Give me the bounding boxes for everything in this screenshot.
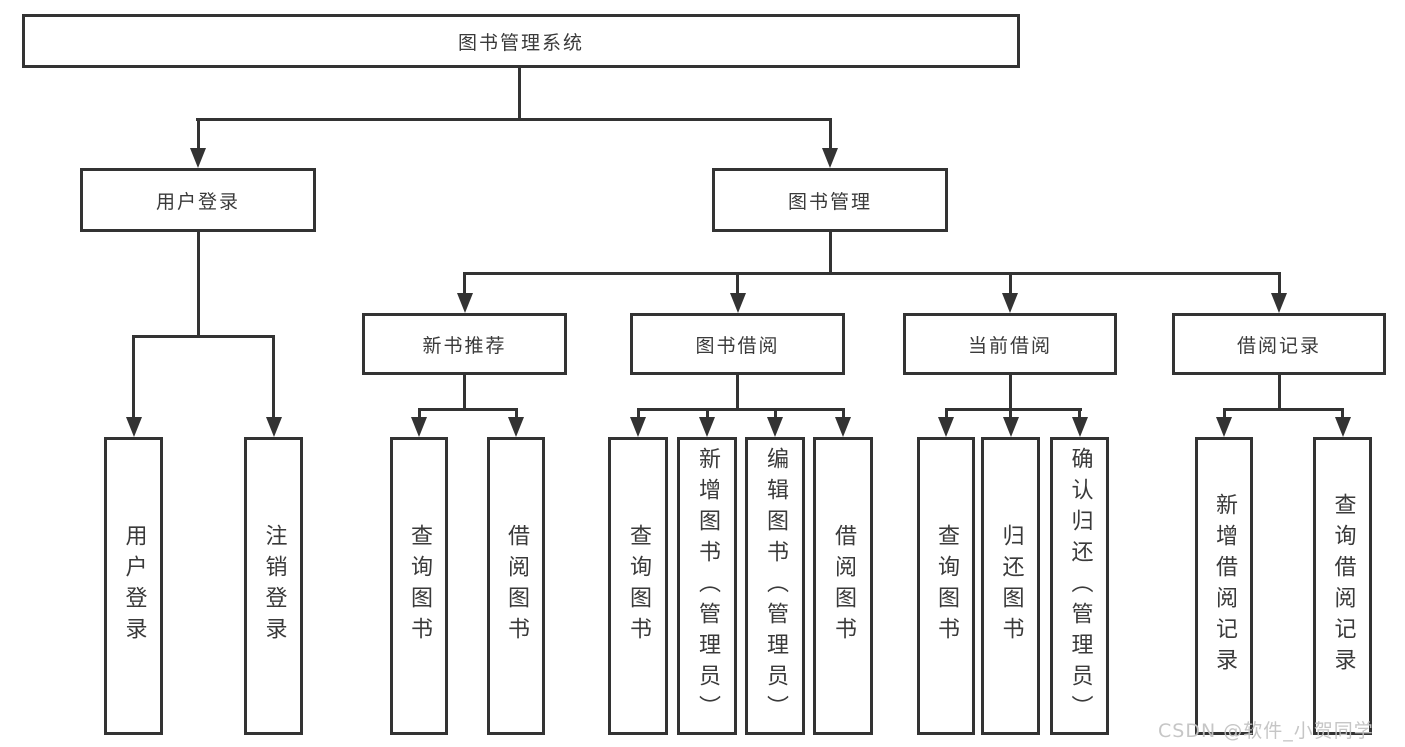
arrowhead-c3 xyxy=(767,417,783,437)
node-book-borrowing: 图书借阅 xyxy=(630,313,845,375)
connector-drop-b2 xyxy=(514,408,518,424)
node-label: 借阅记录 xyxy=(1236,334,1321,357)
node-current-borrowing: 当前借阅 xyxy=(903,313,1117,375)
connector-bookborrow-stem xyxy=(736,375,739,408)
connector-drop-book-borrowing xyxy=(736,272,739,298)
connector-drop-c2 xyxy=(705,408,709,424)
node-user-login: 用户登录 xyxy=(80,168,316,232)
arrowhead-d1 xyxy=(938,417,954,437)
connector-userlogin-bus xyxy=(132,335,275,338)
leaf-confirm-return-admin: 确认归还（管理员） xyxy=(1050,437,1109,735)
leaf-label: 查询图书 xyxy=(626,524,651,648)
arrowhead-d3 xyxy=(1071,417,1088,437)
node-book-management: 图书管理 xyxy=(712,168,948,232)
node-new-book-recommendation: 新书推荐 xyxy=(362,313,567,375)
arrowhead-borrowing-records xyxy=(1271,293,1287,313)
connector-bookmgmt-bus xyxy=(463,272,1281,275)
connector-drop-d1 xyxy=(944,408,948,424)
connector-drop-new-book xyxy=(463,272,466,298)
node-label: 新书推荐 xyxy=(422,334,507,357)
arrowhead-book-management xyxy=(822,148,838,168)
leaf-label: 新增图书（管理员） xyxy=(695,446,720,726)
leaf-label: 注销登录 xyxy=(261,524,287,648)
leaf-label: 借阅图书 xyxy=(504,524,529,648)
connector-newbook-stem xyxy=(463,375,466,408)
arrowhead-e2 xyxy=(1334,417,1351,437)
leaf-label: 编辑图书（管理员） xyxy=(763,446,788,726)
connector-drop-e1 xyxy=(1222,408,1226,424)
connector-drop-leaf-logout xyxy=(272,335,275,423)
connector-currentborrow-stem xyxy=(1008,375,1012,408)
arrowhead-b2 xyxy=(508,417,524,437)
connector-root-stem xyxy=(518,68,521,118)
node-label: 图书借阅 xyxy=(695,334,780,357)
connector-drop-book-management xyxy=(828,118,832,152)
leaf-query-books-recommend: 查询图书 xyxy=(390,437,448,735)
leaf-borrow-books-recommend: 借阅图书 xyxy=(487,437,545,735)
connector-drop-current-borrowing xyxy=(1008,272,1012,298)
connector-drop-d3 xyxy=(1078,408,1081,424)
leaf-return-books: 归还图书 xyxy=(981,437,1040,735)
leaf-user-login: 用户登录 xyxy=(104,437,163,735)
connector-borrowrecords-bus xyxy=(1222,408,1344,411)
connector-newbook-bus xyxy=(417,408,518,411)
connector-drop-c3 xyxy=(773,408,777,424)
leaf-label: 确认归还（管理员） xyxy=(1067,446,1093,726)
leaf-query-books-current: 查询图书 xyxy=(917,437,975,735)
arrowhead-c2 xyxy=(699,417,715,437)
node-borrowing-records: 借阅记录 xyxy=(1172,313,1386,375)
connector-root-bus xyxy=(196,118,832,121)
connector-drop-d2 xyxy=(1009,408,1012,424)
connector-drop-c1 xyxy=(636,408,640,424)
leaf-label: 归还图书 xyxy=(998,524,1024,648)
leaf-label: 查询图书 xyxy=(934,524,959,648)
connector-bookmgmt-stem xyxy=(828,232,832,272)
node-label: 当前借阅 xyxy=(967,334,1052,357)
connector-drop-c4 xyxy=(841,408,845,424)
connector-userlogin-stem xyxy=(196,232,200,335)
node-label: 图书管理 xyxy=(787,190,872,213)
arrowhead-new-book xyxy=(456,293,473,313)
leaf-borrow-books: 借阅图书 xyxy=(813,437,873,735)
arrowhead-e1 xyxy=(1216,417,1232,437)
leaf-label: 查询借阅记录 xyxy=(1330,493,1356,679)
leaf-label: 借阅图书 xyxy=(831,524,856,648)
leaf-add-borrow-record: 新增借阅记录 xyxy=(1195,437,1253,735)
connector-drop-b1 xyxy=(417,408,421,424)
leaf-edit-books-admin: 编辑图书（管理员） xyxy=(745,437,805,735)
arrowhead-c4 xyxy=(835,417,851,437)
connector-drop-borrowing-records xyxy=(1277,272,1281,298)
leaf-label: 查询图书 xyxy=(407,524,432,648)
arrowhead-current-borrowing xyxy=(1002,293,1018,313)
connector-bookborrow-bus xyxy=(636,408,845,411)
node-library-management-system: 图书管理系统 xyxy=(22,14,1020,68)
arrowhead-leaf-user-login xyxy=(125,417,142,437)
arrowhead-book-borrowing xyxy=(729,293,746,313)
connector-drop-e2 xyxy=(1341,408,1344,424)
arrowhead-leaf-logout xyxy=(265,417,282,437)
csdn-watermark: CSDN @软件_小贺同学 xyxy=(1158,720,1374,742)
arrowhead-d2 xyxy=(1002,417,1019,437)
leaf-label: 用户登录 xyxy=(121,524,147,648)
connector-currentborrow-bus xyxy=(944,408,1082,411)
arrowhead-b1 xyxy=(411,417,427,437)
arrowhead-c1 xyxy=(630,417,646,437)
leaf-query-borrow-record: 查询借阅记录 xyxy=(1313,437,1372,735)
leaf-label: 新增借阅记录 xyxy=(1212,493,1237,679)
connector-drop-user-login xyxy=(196,118,200,152)
leaf-add-books-admin: 新增图书（管理员） xyxy=(677,437,737,735)
leaf-logout: 注销登录 xyxy=(244,437,303,735)
arrowhead-user-login xyxy=(190,148,206,168)
node-label: 图书管理系统 xyxy=(457,31,584,54)
node-label: 用户登录 xyxy=(155,190,240,213)
connector-drop-leaf-user-login xyxy=(132,335,135,423)
leaf-query-books-borrowing: 查询图书 xyxy=(608,437,668,735)
connector-borrowrecords-stem xyxy=(1277,375,1281,408)
